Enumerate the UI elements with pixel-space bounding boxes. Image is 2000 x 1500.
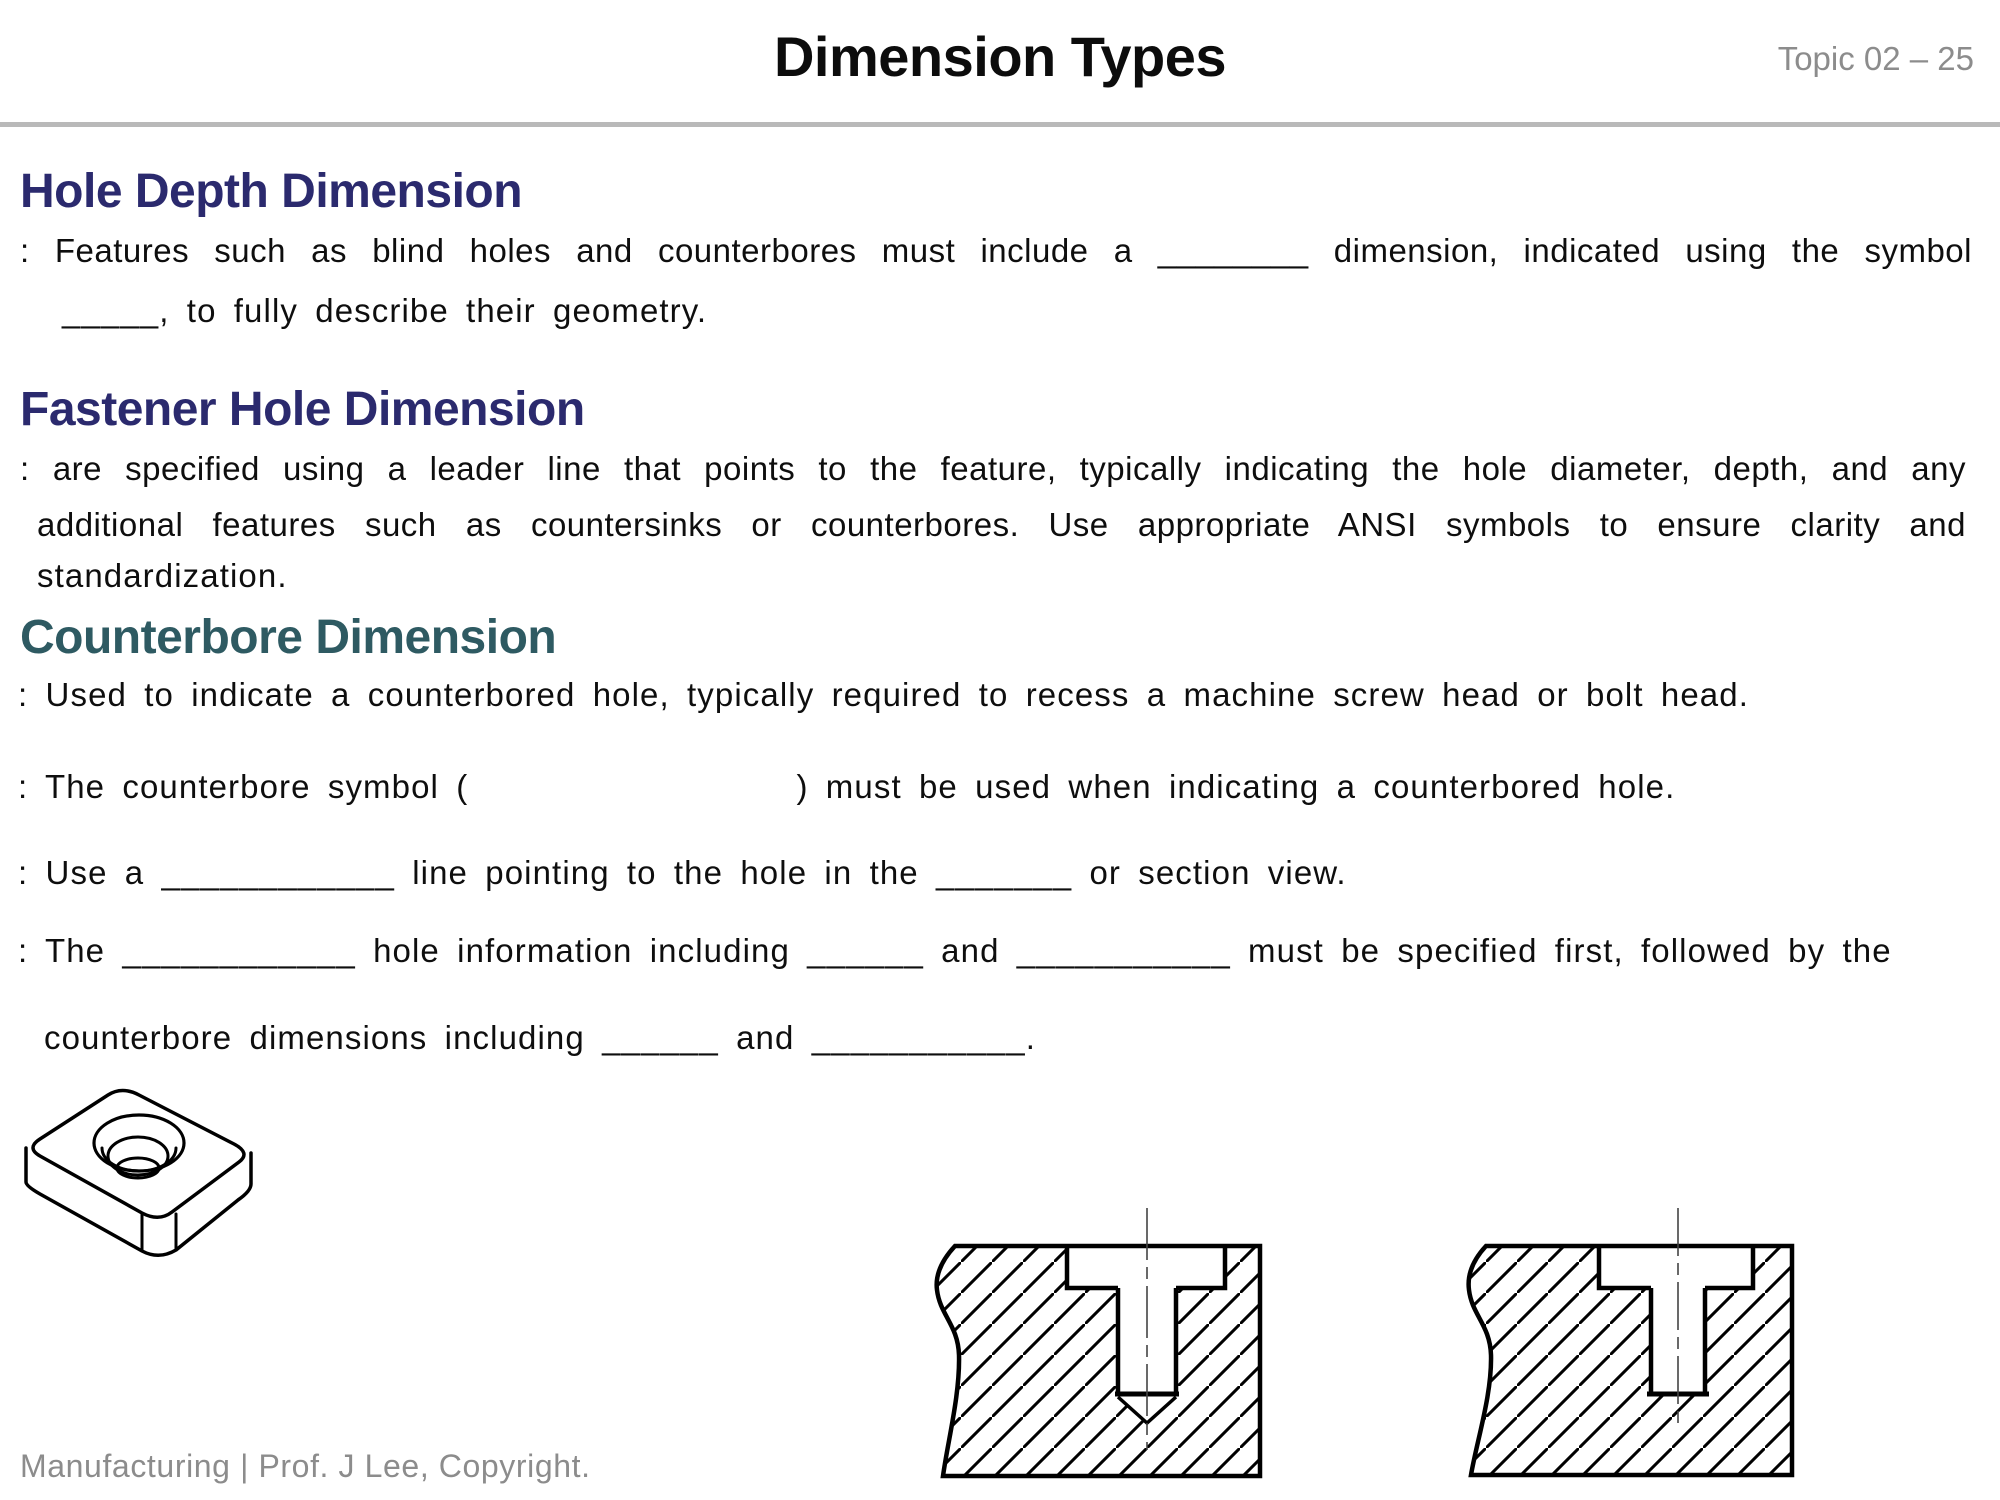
section-heading-hole-depth: Hole Depth Dimension (20, 165, 523, 218)
section-heading-fastener-hole: Fastener Hole Dimension (20, 383, 585, 436)
footer-credit: Manufacturing | Prof. J Lee, Copyright. (20, 1448, 591, 1484)
hole-depth-line-1: : Features such as blind holes and count… (20, 232, 1972, 269)
section-heading-counterbore: Counterbore Dimension (20, 611, 557, 664)
section-view-flat-bottom-figure (1455, 1200, 1795, 1490)
counterbore-line-2: : The counterbore symbol ( ) must be use… (18, 768, 1676, 805)
isometric-counterbored-block-figure (14, 1072, 264, 1292)
section-view-flat-bottom-drawing (1466, 1208, 1795, 1478)
fastener-line-3: standardization. (37, 557, 288, 594)
counterbore-line-5: counterbore dimensions including ______ … (44, 1019, 1036, 1056)
fastener-line-1: : are specified using a leader line that… (20, 450, 1966, 487)
hole-depth-line-2: _____, to fully describe their geometry. (62, 292, 708, 329)
fastener-line-2: additional features such as countersinks… (37, 506, 1966, 543)
page-title: Dimension Types (773, 25, 1227, 88)
topic-label: Topic 02 – 25 (1777, 40, 1974, 77)
section-view-drill-point-drawing (934, 1208, 1263, 1479)
isometric-counterbored-block-drawing (24, 1088, 253, 1257)
counterbore-line-3: : Use a ____________ line pointing to th… (18, 854, 1347, 891)
counterbore-line-4: : The ____________ hole information incl… (18, 932, 1892, 969)
counterbore-line-1: : Used to indicate a counterbored hole, … (18, 676, 1749, 713)
section-view-drill-point-figure (930, 1200, 1270, 1490)
header-divider (0, 122, 2000, 127)
